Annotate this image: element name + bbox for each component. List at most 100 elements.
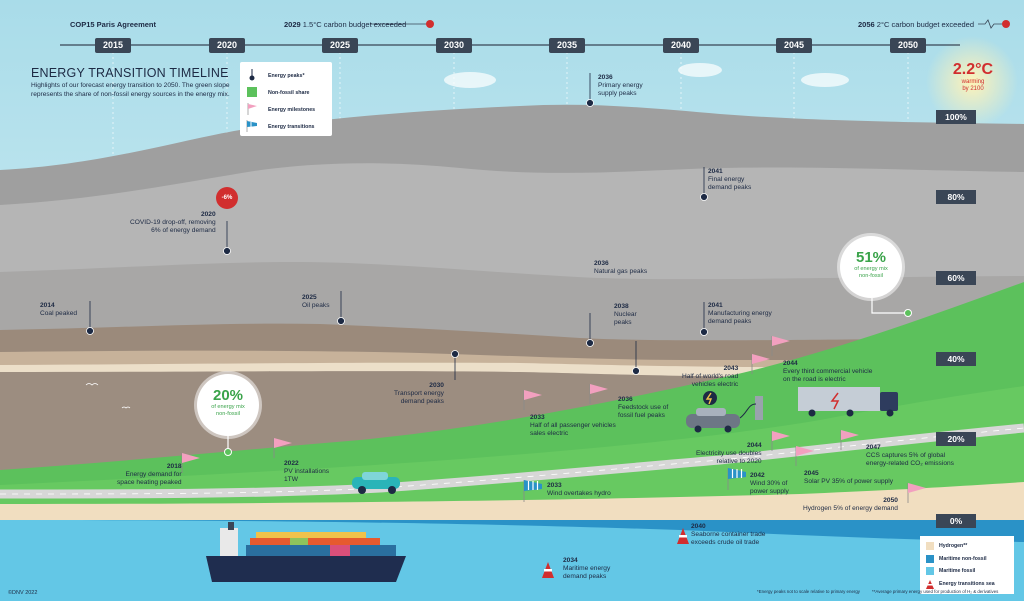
buoy-icon [926, 579, 934, 589]
footnote-2: **Average primary energy used for produc… [872, 589, 999, 594]
page-title: ENERGY TRANSITION TIMELINE [31, 66, 229, 80]
percent-tick: 0% [936, 514, 976, 528]
milestone-flag-icon [907, 483, 926, 503]
legend-transitions-sea: Energy transitions sea [926, 578, 1008, 591]
percent-tick: 80% [936, 190, 976, 204]
percent-tick: 40% [936, 352, 976, 366]
warming-badge: 2.2°C warming by 2100 [952, 61, 994, 92]
blue-square-icon [926, 554, 934, 563]
energy-peak-pin-icon [700, 302, 708, 336]
legend-milestones: Energy milestones [246, 101, 326, 118]
year-tag-2040: 2040 [663, 38, 699, 53]
energy-peak-pin-icon [586, 73, 594, 107]
percent-tick: 100% [936, 110, 976, 124]
percent-tick: 20% [936, 432, 976, 446]
electric-car [352, 472, 400, 494]
windsock-icon [727, 468, 746, 490]
legend-transitions: Energy transitions [246, 118, 326, 135]
milestone-flag-icon [589, 384, 608, 404]
milestone-flag-icon [523, 390, 542, 410]
percent-tick: 60% [936, 271, 976, 285]
legend-nonfossil: Non-fossil share [246, 84, 326, 101]
year-tag-2050: 2050 [890, 38, 926, 53]
share-2020-dot [224, 448, 232, 456]
budget-15-label: 2029 1.5°C carbon budget exceeded [284, 20, 407, 29]
legend-maritime-nonfossil: Maritime non-fossil [926, 553, 1008, 566]
footnote-1: *Energy peaks not to scale relative to p… [757, 589, 860, 594]
cop15-label: COP15 Paris Agreement [70, 20, 157, 29]
energy-peak-pin-icon [700, 167, 708, 201]
legend-hydrogen: Hydrogen** [926, 540, 1008, 553]
energy-peak-pin-icon [451, 350, 459, 380]
year-tag-2030: 2030 [436, 38, 472, 53]
energy-peak-pin-icon [223, 221, 231, 255]
legend: Energy peaks* Non-fossil share Energy mi… [240, 62, 332, 136]
milestone-flag-icon [795, 446, 814, 466]
budget-2-marker [1002, 20, 1010, 28]
bubble-2050-share: 51% of energy mix non-fossil [840, 236, 902, 298]
milestone-flag-icon [181, 453, 200, 473]
energy-peak-pin-icon [337, 291, 345, 325]
milestone-flag-icon [840, 430, 859, 450]
legend-sea: Hydrogen** Maritime non-fossil Maritime … [920, 536, 1014, 594]
budget-2-label: 2056 2°C carbon budget exceeded [858, 20, 975, 29]
milestone-flag-icon [771, 431, 790, 451]
year-tag-2025: 2025 [322, 38, 358, 53]
pink-flag-icon [246, 102, 258, 117]
light-blue-square-icon [926, 567, 934, 576]
buoy-icon [677, 528, 689, 544]
bubble-2020-share: 20% of energy mix non-fossil [197, 374, 259, 436]
peak-pin-icon [246, 68, 258, 83]
beige-square-icon [926, 542, 934, 551]
copyright: ©DNV 2022 [8, 590, 38, 596]
legend-peaks: Energy peaks* [246, 67, 326, 84]
green-square-icon [246, 86, 258, 99]
windsock-icon [246, 119, 258, 134]
budget-15-marker [426, 20, 434, 28]
energy-peak-pin-icon [86, 301, 94, 335]
electric-truck [798, 387, 898, 417]
share-2050-dot [904, 309, 912, 317]
page-subtitle: Highlights of our forecast energy transi… [31, 82, 230, 98]
bubble-connector [871, 298, 906, 314]
year-tag-2020: 2020 [209, 38, 245, 53]
milestone-flag-icon [771, 336, 790, 356]
energy-peak-pin-icon [632, 341, 640, 375]
container-ship [206, 522, 406, 582]
lightning-icon [703, 391, 717, 405]
year-tag-2015: 2015 [95, 38, 131, 53]
year-tag-2035: 2035 [549, 38, 585, 53]
windsock-icon [523, 480, 542, 502]
charging-car [686, 396, 763, 433]
energy-peak-pin-icon [586, 313, 594, 347]
year-tag-2045: 2045 [776, 38, 812, 53]
covid-virus-icon: -6% [216, 187, 238, 209]
buoy-icon [542, 562, 554, 578]
milestone-flag-icon [273, 438, 292, 458]
